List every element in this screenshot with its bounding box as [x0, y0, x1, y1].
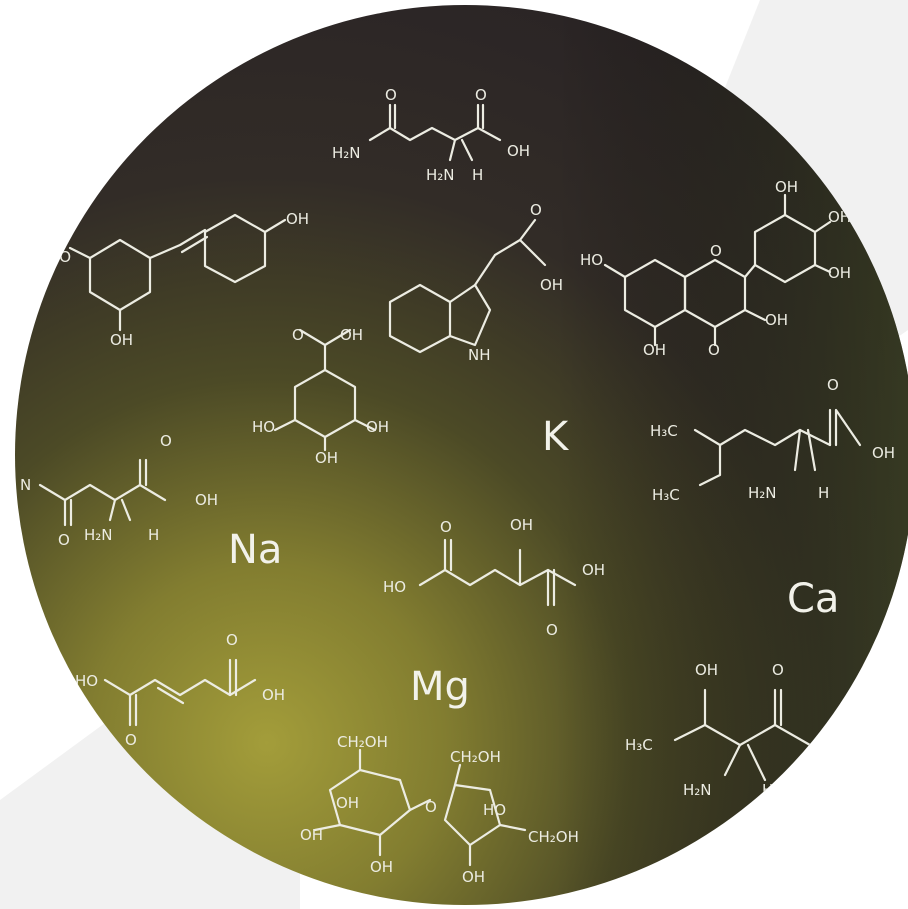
atom-o: O: [475, 86, 487, 104]
atom-ho: HO: [48, 248, 71, 266]
atom-o: O: [710, 242, 722, 260]
atom-ho: HO: [252, 418, 275, 436]
atom-ho: HO: [383, 578, 406, 596]
atom-oh: OH: [872, 444, 895, 462]
molecule-myricetin: HO O OH O OH OH OH OH: [580, 178, 851, 359]
element-sodium: Na: [228, 527, 282, 573]
atom-h2n: H₂N: [84, 526, 113, 544]
molecule-sucrose: CH₂OH CH₂OH OH OH OH O HO CH₂OH OH: [300, 733, 579, 886]
atom-ch2oh: CH₂OH: [337, 733, 388, 751]
molecule-tryptophan: O OH NH: [388, 201, 563, 364]
atom-nh: NH: [468, 346, 491, 364]
atom-o: O: [827, 376, 839, 394]
atom-ch2oh: CH₂OH: [450, 748, 501, 766]
atom-oh: OH: [507, 142, 530, 160]
atom-o: O: [385, 86, 397, 104]
molecule-glutamine: H₂N O O OH H₂N H: [332, 86, 530, 184]
atom-h3c: H₃C: [652, 486, 680, 504]
atom-o: O: [125, 731, 137, 749]
atom-o: O: [772, 661, 784, 679]
disc-green-tint: [15, 5, 908, 905]
atom-oh: OH: [262, 686, 285, 704]
atom-ch2oh: CH₂OH: [528, 828, 579, 846]
atom-oh: OH: [366, 418, 389, 436]
element-magnesium: Mg: [410, 664, 470, 710]
atom-ho: HO: [580, 251, 603, 269]
atom-o: O: [546, 621, 558, 639]
molecule-leucine: H₃C H₃C H₂N H O OH: [650, 376, 895, 504]
molecule-asparagine: N O OH O H₂N H: [20, 432, 218, 549]
atom-h3c: H₃C: [625, 736, 653, 754]
element-calcium: Ca: [787, 576, 839, 622]
atom-oh: OH: [540, 276, 563, 294]
atom-o: O: [226, 631, 238, 649]
atom-o: O: [58, 531, 70, 549]
atom-oh: OH: [582, 561, 605, 579]
atom-o: O: [708, 341, 720, 359]
atom-ho: HO: [75, 672, 98, 690]
atom-o: O: [440, 518, 452, 536]
atom-oh: OH: [462, 868, 485, 886]
atom-oh: OH: [110, 331, 133, 349]
atom-oh: OH: [315, 449, 338, 467]
atom-h2n: H₂N: [426, 166, 455, 184]
atom-oh: OH: [828, 264, 851, 282]
atom-h: H: [818, 484, 829, 502]
atom-h: H: [148, 526, 159, 544]
atom-oh: OH: [286, 210, 309, 228]
atom-h: H: [762, 781, 773, 799]
molecule-fumaric-acid: HO O O OH: [75, 631, 285, 749]
atom-h2n: H₂N: [748, 484, 777, 502]
atom-oh: OH: [195, 491, 218, 509]
atom-o: O: [530, 201, 542, 219]
atom-h3c: H₃C: [650, 422, 678, 440]
molecule-malic-acid: O OH HO OH O: [383, 516, 605, 639]
atom-oh: OH: [340, 326, 363, 344]
atom-o: O: [160, 432, 172, 450]
atom-ho: HO: [483, 801, 506, 819]
atom-oh: OH: [643, 341, 666, 359]
atom-oh: OH: [336, 794, 359, 812]
atom-oh: OH: [510, 516, 533, 534]
atom-oh: OH: [765, 311, 788, 329]
atom-h2n: H₂N: [332, 144, 361, 162]
atom-o: O: [425, 798, 437, 816]
element-potassium: K: [542, 414, 570, 460]
atom-n: N: [20, 476, 31, 494]
atom-h: H: [472, 166, 483, 184]
atom-oh: OH: [695, 661, 718, 679]
atom-oh: OH: [300, 826, 323, 844]
atom-oh: OH: [370, 858, 393, 876]
molecule-gallic-acid: O OH HO OH OH: [252, 326, 389, 467]
atom-oh: OH: [775, 178, 798, 196]
atom-h2n: H₂N: [683, 781, 712, 799]
atom-o: O: [292, 326, 304, 344]
